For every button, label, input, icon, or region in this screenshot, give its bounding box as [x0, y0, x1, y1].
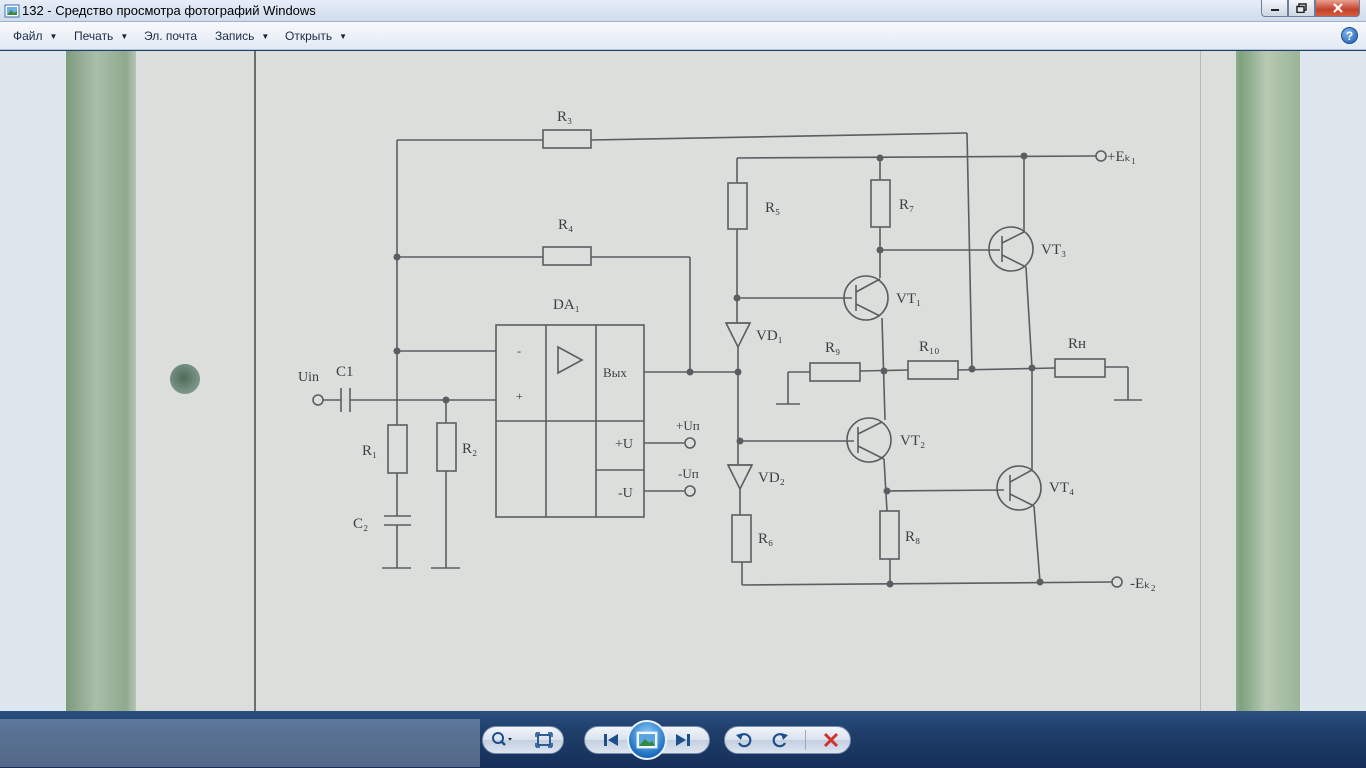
punch-hole — [170, 364, 200, 394]
edit-controls-group — [724, 726, 851, 754]
fit-window-icon — [535, 732, 553, 748]
label-r3: R₃ — [557, 109, 572, 125]
label-r1: R₁ — [362, 443, 377, 459]
restore-icon — [1295, 3, 1307, 13]
label-c1: C1 — [336, 364, 354, 380]
label-minus-up: -Uп — [678, 466, 699, 481]
window-title: 132 - Средство просмотра фотографий Wind… — [22, 3, 316, 18]
previous-button[interactable] — [591, 729, 631, 751]
photo — [66, 51, 1300, 711]
close-icon — [1332, 3, 1343, 13]
menu-burn[interactable]: Запись ▼ — [215, 29, 269, 43]
label-da1: DA₁ — [553, 297, 580, 313]
previous-icon — [604, 734, 618, 746]
menu-print-label: Печать — [74, 29, 114, 43]
menu-open[interactable]: Открыть ▼ — [285, 29, 347, 43]
label-vt2: VT₂ — [900, 433, 925, 449]
label-r7: R₇ — [899, 197, 914, 213]
menu-burn-label: Запись — [215, 29, 255, 43]
label-r10: R₁₀ — [919, 339, 939, 355]
label-plus-up: +Uп — [676, 418, 700, 433]
photo-viewer-icon — [4, 4, 20, 18]
next-button[interactable] — [663, 729, 703, 751]
label-uin: Uin — [298, 370, 319, 385]
photo-viewport: R₃ R₄ DA₁ - + Вых Uin C1 R₁ R₂ C₂ +U -U … — [0, 51, 1366, 711]
minimize-button[interactable] — [1261, 0, 1288, 17]
label-vt1: VT₁ — [896, 291, 921, 307]
menu-file-label: Файл — [13, 29, 43, 43]
chevron-down-icon: ▼ — [120, 31, 129, 41]
chevron-down-icon: ▼ — [339, 31, 348, 41]
margin-line-right — [1200, 51, 1201, 711]
label-r9: R₉ — [825, 340, 840, 356]
rotate-left-icon — [736, 733, 752, 748]
label-r6: R₆ — [758, 531, 773, 547]
paper-sheet — [136, 51, 1236, 711]
maximize-button[interactable] — [1288, 0, 1315, 17]
viewer-controls — [482, 720, 851, 760]
label-plus: + — [516, 389, 523, 403]
chevron-down-icon: ▼ — [49, 31, 58, 41]
menu-open-label: Открыть — [285, 29, 333, 43]
menu-file[interactable]: Файл ▼ — [13, 29, 57, 43]
navigation-group — [584, 720, 710, 760]
label-vd1: VD₁ — [756, 328, 783, 344]
menu-email[interactable]: Эл. почта — [144, 29, 197, 43]
label-vt3: VT₃ — [1041, 242, 1066, 258]
menu-email-label: Эл. почта — [144, 29, 198, 43]
next-icon — [676, 734, 690, 746]
label-r2: R₂ — [462, 441, 477, 457]
label-r5: R₅ — [765, 200, 780, 216]
label-rn: Rн — [1068, 336, 1086, 352]
label-minus-u: -U — [618, 486, 633, 501]
label-ek1: +Eₖ₁ — [1107, 149, 1136, 165]
background-reflection — [0, 719, 480, 767]
rotate-right-icon — [772, 733, 788, 748]
minimize-icon — [1270, 9, 1279, 11]
delete-icon — [823, 732, 839, 748]
zoom-button[interactable] — [491, 729, 513, 751]
rotate-right-button[interactable] — [769, 729, 791, 751]
label-vt4: VT₄ — [1049, 480, 1074, 496]
label-vyh: Вых — [603, 365, 627, 380]
label-c2: C₂ — [353, 516, 368, 532]
delete-button[interactable] — [820, 729, 842, 751]
label-ek2: -Eₖ₂ — [1130, 576, 1156, 592]
rotate-left-button[interactable] — [733, 729, 755, 751]
slideshow-button[interactable] — [627, 720, 667, 760]
slideshow-icon — [636, 731, 658, 749]
label-minus: - — [517, 344, 521, 358]
control-bar — [0, 711, 1366, 768]
view-controls-group — [482, 726, 564, 754]
menu-bar: Файл ▼ Печать ▼ Эл. почта Запись ▼ Открыть ▼… — [0, 22, 1366, 50]
margin-line — [254, 51, 256, 711]
close-button[interactable] — [1315, 0, 1360, 17]
chevron-down-icon: ▼ — [261, 31, 270, 41]
circuit-schematic: R₃ R₄ DA₁ - + Вых Uin C1 R₁ R₂ C₂ +U -U … — [298, 109, 1156, 592]
window-controls — [1261, 0, 1360, 18]
zoom-icon — [492, 732, 512, 746]
label-vd2: VD₂ — [758, 470, 785, 486]
menu-print[interactable]: Печать ▼ — [74, 29, 128, 43]
fit-window-button[interactable] — [533, 729, 555, 751]
label-r8: R₈ — [905, 529, 920, 545]
title-bar: 132 - Средство просмотра фотографий Wind… — [0, 0, 1366, 22]
label-r4: R₄ — [558, 217, 573, 233]
label-plus-u: +U — [615, 437, 633, 452]
separator — [805, 730, 806, 750]
help-icon[interactable]: ? — [1341, 27, 1358, 44]
